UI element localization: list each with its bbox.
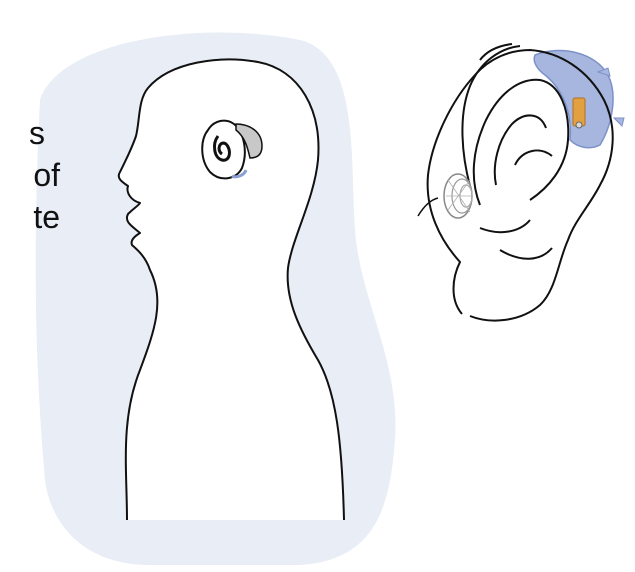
- ear-dome: [444, 174, 472, 218]
- ear-with-hearing-aid-icon: [418, 44, 624, 321]
